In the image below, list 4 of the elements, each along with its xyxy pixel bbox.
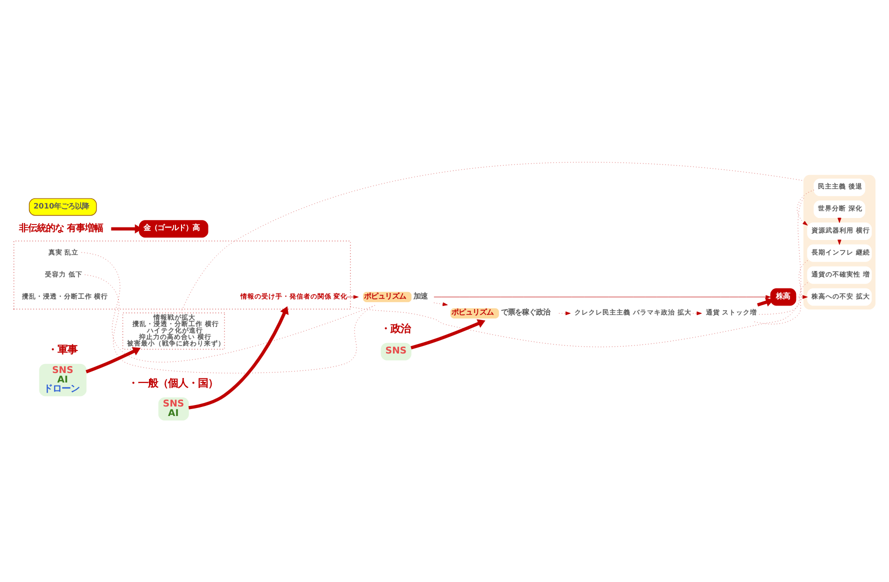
label: ・一般（個人・国） (128, 377, 218, 390)
label: ・政治 (380, 322, 411, 335)
node-text: 非伝統的な 有事増幅 (18, 222, 104, 234)
label: ・軍事 (47, 344, 78, 356)
